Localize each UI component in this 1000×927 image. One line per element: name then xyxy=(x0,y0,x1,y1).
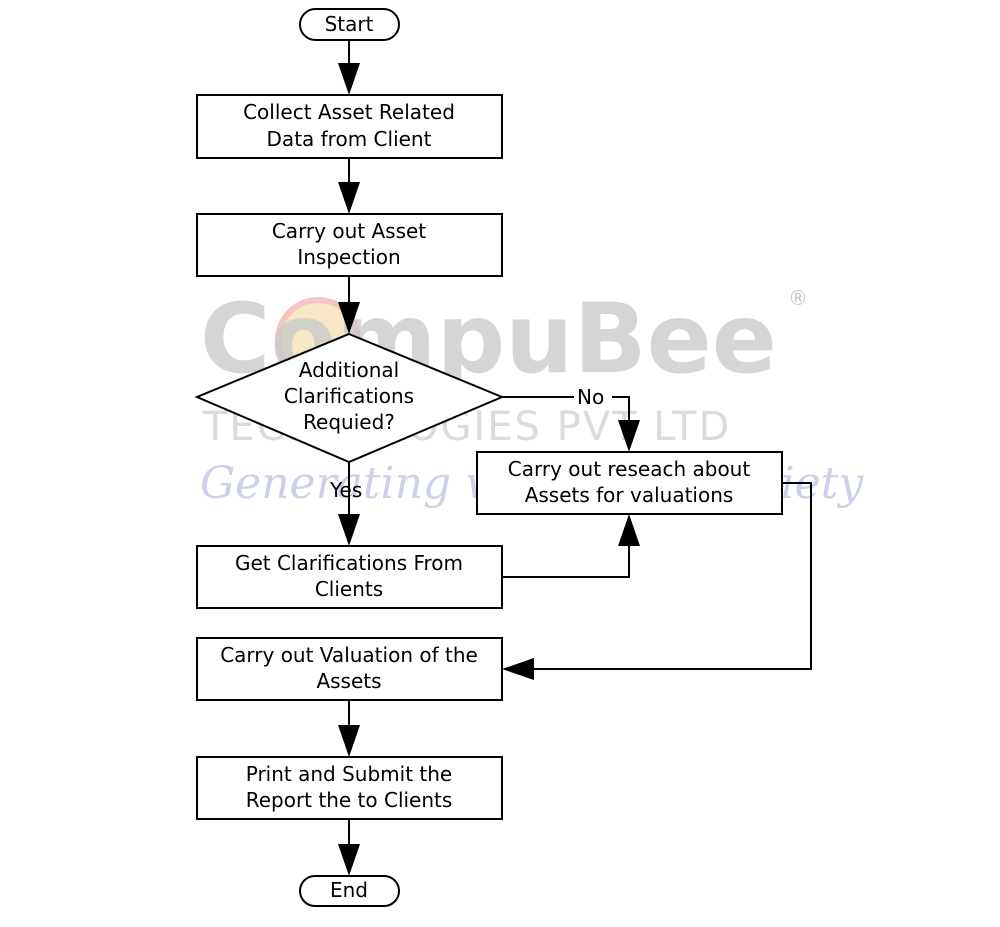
no-label-pad xyxy=(574,386,612,408)
decision-label-line-2: Clarifications xyxy=(284,384,414,408)
clarify-label-line-1: Get Clarifications From xyxy=(235,551,463,575)
arrowhead xyxy=(338,302,360,334)
edge-research-valuation xyxy=(534,482,812,670)
node-start: Start xyxy=(299,8,400,41)
arrowhead xyxy=(338,725,360,757)
arrowhead xyxy=(338,63,360,95)
process-shape xyxy=(476,451,783,515)
edge-label-no: No xyxy=(577,385,604,409)
arrowhead xyxy=(338,514,360,546)
arrowhead xyxy=(502,658,534,680)
arrowhead xyxy=(618,420,640,452)
process-shape xyxy=(196,213,503,277)
print-label-line-2: Report the to Clients xyxy=(246,788,453,812)
collect-label-line-1: Collect Asset Related xyxy=(243,100,455,124)
arrowhead xyxy=(618,514,640,546)
edge-clarify-research xyxy=(502,546,630,578)
node-collect: Collect Asset Related Data from Client xyxy=(196,94,503,159)
print-label-line-1: Print and Submit the xyxy=(246,762,452,786)
start-label: Start xyxy=(325,12,374,36)
node-research: Carry out reseach about Assets for valua… xyxy=(476,451,783,515)
edge-label-yes: Yes xyxy=(329,478,362,502)
node-print: Print and Submit the Report the to Clien… xyxy=(196,756,503,820)
inspect-label-line-2: Inspection xyxy=(297,245,400,269)
process-shape xyxy=(196,637,503,701)
research-label-line-2: Assets for valuations xyxy=(525,483,734,507)
arrowhead xyxy=(338,182,360,214)
node-decision: Additional Clarifications Requied? xyxy=(194,332,505,464)
end-label: End xyxy=(330,878,368,902)
decision-label-line-1: Additional xyxy=(299,358,399,382)
terminator-shape xyxy=(299,875,400,907)
process-shape xyxy=(196,756,503,820)
node-valuation: Carry out Valuation of the Assets xyxy=(196,637,503,701)
process-shape xyxy=(196,545,503,609)
decision-shape xyxy=(194,332,505,464)
node-clarify: Get Clarifications From Clients xyxy=(196,545,503,609)
valuation-label-line-2: Assets xyxy=(316,669,381,693)
edge-decision-research xyxy=(502,396,630,420)
collect-label-line-2: Data from Client xyxy=(267,127,432,151)
node-end: End xyxy=(299,875,400,907)
node-inspect: Carry out Asset Inspection xyxy=(196,213,503,277)
clarify-label-line-2: Clients xyxy=(315,577,383,601)
connectors xyxy=(338,40,812,876)
watermark-registered: ® xyxy=(788,286,808,310)
decision-label-line-3: Requied? xyxy=(303,410,395,434)
process-shape xyxy=(196,94,503,159)
research-label-line-1: Carry out reseach about xyxy=(508,457,751,481)
terminator-shape xyxy=(299,8,400,41)
arrowhead xyxy=(338,844,360,876)
inspect-label-line-1: Carry out Asset xyxy=(272,219,426,243)
valuation-label-line-1: Carry out Valuation of the xyxy=(220,643,478,667)
